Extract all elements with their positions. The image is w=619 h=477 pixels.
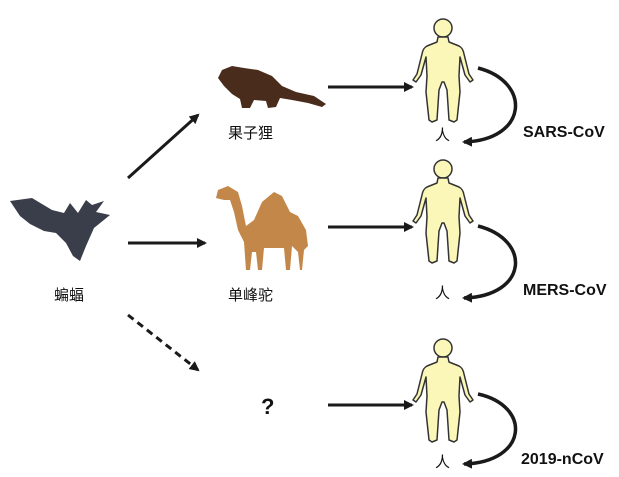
bat-icon <box>10 198 110 261</box>
camel-label: 单峰驼 <box>228 284 273 305</box>
virus-label-mers: MERS-CoV <box>523 282 607 300</box>
civet-label: 果子狸 <box>228 122 273 143</box>
virus-label-sars: SARS-CoV <box>523 124 605 142</box>
unknown-host-label: ? <box>261 394 274 420</box>
arrow-bat-to-unknown <box>128 315 198 370</box>
bat-label: 蝙蝠 <box>54 284 84 305</box>
human-figure-1 <box>413 19 473 122</box>
camel-icon <box>216 186 308 270</box>
arrow-bat-to-civet <box>128 115 198 178</box>
human-label-3: 人 <box>435 451 450 472</box>
human-figure-3 <box>413 339 473 442</box>
human-label-2: 人 <box>435 282 450 303</box>
human-figure-2 <box>413 160 473 263</box>
virus-label-ncov: 2019-nCoV <box>521 451 604 469</box>
human-label-1: 人 <box>435 124 450 145</box>
human-to-human-arrow-2 <box>464 226 516 298</box>
human-to-human-arrow-3 <box>464 394 516 464</box>
civet-icon <box>218 66 326 108</box>
